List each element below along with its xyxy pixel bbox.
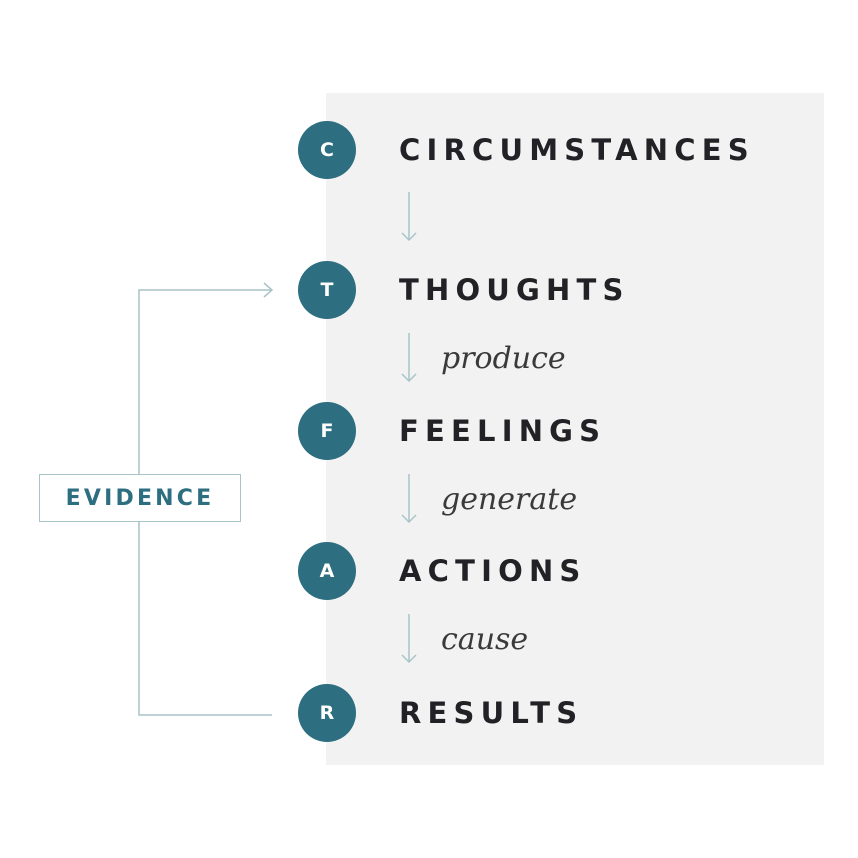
step-badge-c: C	[298, 121, 356, 179]
evidence-label: EVIDENCE	[39, 474, 241, 522]
connector-circumstances-thoughts	[393, 190, 425, 244]
step-label-actions: ACTIONS	[399, 554, 587, 588]
step-badge-f: F	[298, 402, 356, 460]
arrow-down-icon	[401, 192, 417, 242]
step-circumstances: C CIRCUMSTANCES	[298, 121, 755, 179]
step-badge-r: R	[298, 684, 356, 742]
step-actions: A ACTIONS	[298, 542, 587, 600]
arrow-down-icon	[401, 333, 417, 383]
evidence-loop-arrowhead	[263, 282, 274, 298]
verb-produce: produce	[441, 340, 566, 376]
step-label-results: RESULTS	[399, 696, 584, 730]
step-badge-a: A	[298, 542, 356, 600]
verb-generate: generate	[441, 481, 578, 517]
verb-cause: cause	[441, 621, 529, 657]
step-label-thoughts: THOUGHTS	[399, 273, 630, 307]
arrow-down-icon	[401, 614, 417, 664]
connector-thoughts-feelings: produce	[393, 331, 566, 385]
step-results: R RESULTS	[298, 684, 583, 742]
step-thoughts: T THOUGHTS	[298, 261, 630, 319]
arrow-down-icon	[401, 474, 417, 524]
step-label-circumstances: CIRCUMSTANCES	[399, 133, 755, 167]
connector-actions-results: cause	[393, 612, 528, 666]
step-feelings: F FEELINGS	[298, 402, 606, 460]
step-label-feelings: FEELINGS	[399, 414, 607, 448]
step-badge-t: T	[298, 261, 356, 319]
connector-feelings-actions: generate	[393, 472, 577, 526]
